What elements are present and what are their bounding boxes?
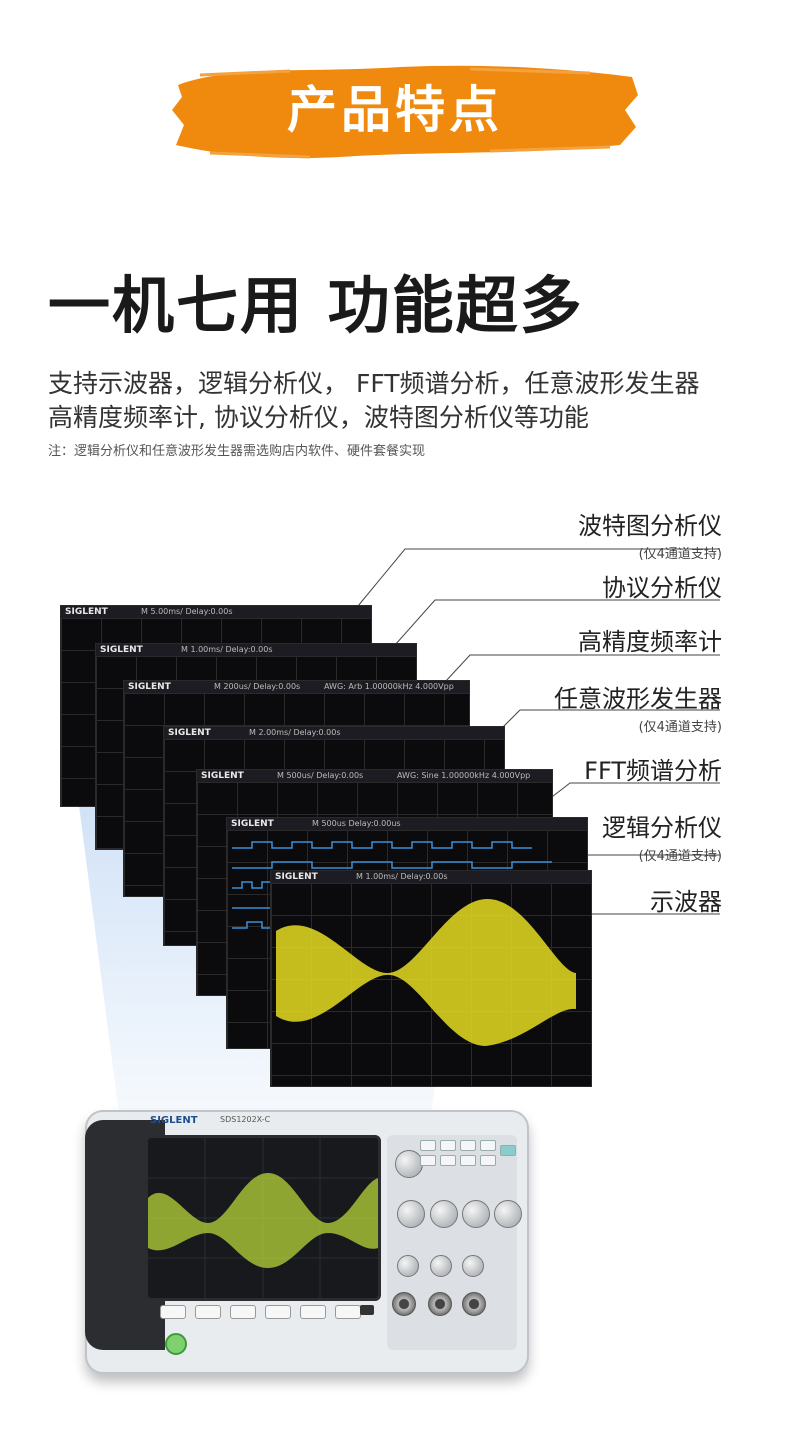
feature-sub: (仅4通道支持) — [638, 547, 722, 562]
display-button[interactable] — [440, 1155, 456, 1166]
power-button[interactable] — [165, 1333, 187, 1355]
timebase: M 2.00ms/ Delay:0.00s — [249, 728, 341, 737]
brand: SIGLENT — [100, 645, 143, 655]
awg-status: AWG: Arb 1.00000kHz 4.000Vpp — [324, 682, 454, 691]
device-brand: SIGLENT — [150, 1115, 198, 1126]
banner-title: 产品特点 — [287, 81, 503, 139]
brand: SIGLENT — [275, 872, 318, 882]
trigger-level-knob[interactable] — [494, 1200, 522, 1228]
softkey-6[interactable] — [335, 1305, 361, 1319]
vertical-scale-knob-2[interactable] — [430, 1200, 458, 1228]
note-text: 注：逻辑分析仪和任意波形发生器需选购店内软件、硬件套餐实现 — [48, 444, 426, 459]
timebase: M 5.00ms/ Delay:0.00s — [141, 607, 233, 616]
awg-status: AWG: Sine 1.00000kHz 4.000Vpp — [397, 771, 531, 780]
description-line-1: 支持示波器，逻辑分析仪， FFT频谱分析，任意波形发生器 — [48, 369, 700, 398]
timebase: M 500us Delay:0.00us — [312, 819, 401, 828]
softkey-5[interactable] — [300, 1305, 326, 1319]
am-waveform — [276, 898, 576, 1046]
feature-fft: FFT频谱分析 — [584, 751, 722, 786]
brand: SIGLENT — [128, 682, 171, 692]
usb-port[interactable] — [360, 1305, 374, 1315]
feature-awg: 任意波形发生器 (仅4通道支持) — [554, 679, 722, 735]
feature-title: 逻辑分析仪 — [602, 814, 722, 842]
brand: SIGLENT — [65, 607, 108, 617]
feature-title: 协议分析仪 — [602, 574, 722, 602]
feature-counter: 高精度频率计 — [578, 622, 722, 657]
history-button[interactable] — [460, 1155, 476, 1166]
cursors-button[interactable] — [420, 1140, 436, 1151]
timebase: M 200us/ Delay:0.00s — [214, 682, 301, 691]
headline: 一机七用 功能超多 — [48, 269, 584, 342]
brand: SIGLENT — [201, 771, 244, 781]
brush-banner — [172, 65, 638, 159]
feature-sub: (仅4通道支持) — [638, 849, 722, 864]
device-model: SDS1202X-C — [220, 1115, 271, 1124]
feature-protocol: 协议分析仪 — [602, 568, 722, 603]
description-line-2: 高精度频率计, 协议分析仪，波特图分析仪等功能 — [48, 403, 589, 432]
timebase: M 500us/ Delay:0.00s — [277, 771, 364, 780]
timebase: M 1.00ms/ Delay:0.00s — [356, 872, 448, 881]
brand: SIGLENT — [231, 819, 274, 829]
feature-bode: 波特图分析仪 (仅4通道支持) — [578, 506, 722, 562]
save-recall-button[interactable] — [460, 1140, 476, 1151]
channel-1-input[interactable] — [392, 1292, 416, 1316]
position-knob-2[interactable] — [430, 1255, 452, 1277]
feature-scope: 示波器 — [650, 882, 722, 917]
feature-title: 任意波形发生器 — [554, 685, 722, 713]
lcd-waveform — [148, 1138, 378, 1298]
acquire-button[interactable] — [440, 1140, 456, 1151]
brand: SIGLENT — [168, 728, 211, 738]
timebase: M 1.00ms/ Delay:0.00s — [181, 645, 273, 654]
device-lcd — [145, 1135, 381, 1301]
vertical-scale-knob-1[interactable] — [397, 1200, 425, 1228]
feature-title: 示波器 — [650, 888, 722, 916]
feature-title: FFT频谱分析 — [584, 757, 722, 785]
utility-button[interactable] — [480, 1140, 496, 1151]
ext-trigger-input[interactable] — [462, 1292, 486, 1316]
softkey-1[interactable] — [160, 1305, 186, 1319]
horizontal-scale-knob[interactable] — [462, 1200, 490, 1228]
intensity-knob[interactable] — [395, 1150, 423, 1178]
channel-2-input[interactable] — [428, 1292, 452, 1316]
measure-button[interactable] — [420, 1155, 436, 1166]
run-stop-button[interactable] — [500, 1145, 516, 1156]
softkey-3[interactable] — [230, 1305, 256, 1319]
feature-sub: (仅4通道支持) — [638, 720, 722, 735]
position-knob-1[interactable] — [397, 1255, 419, 1277]
softkey-2[interactable] — [195, 1305, 221, 1319]
softkey-4[interactable] — [265, 1305, 291, 1319]
decode-button[interactable] — [480, 1155, 496, 1166]
feature-logic: 逻辑分析仪 (仅4通道支持) — [602, 808, 722, 864]
feature-title: 高精度频率计 — [578, 628, 722, 656]
horizontal-position-knob[interactable] — [462, 1255, 484, 1277]
screen-oscilloscope: SIGLENT M 1.00ms/ Delay:0.00s — [270, 870, 592, 1087]
feature-title: 波特图分析仪 — [578, 512, 722, 540]
